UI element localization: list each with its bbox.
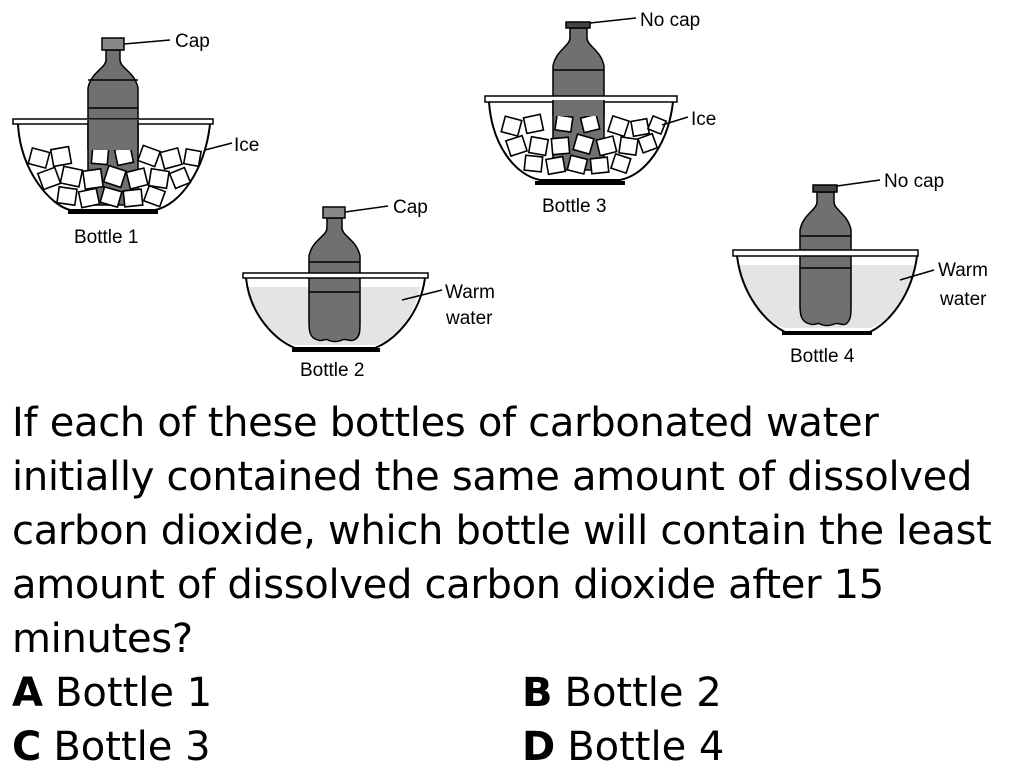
- cap-2: [322, 206, 346, 219]
- label-cap-4: No cap: [884, 171, 944, 192]
- choice-a-text: Bottle 1: [54, 670, 213, 716]
- bottles-diagram: Cap Ice Bottle 1 Cap Warm water Bottle 2: [12, 10, 988, 381]
- choice-b-text: Bottle 2: [564, 670, 722, 716]
- label-warm-water-2-line1: Warm: [445, 282, 495, 303]
- label-warm-water-2-line2: water: [445, 308, 493, 329]
- ice-cubes-1: [27, 144, 203, 209]
- label-bottle-1: Bottle 1: [74, 227, 138, 248]
- choice-d-text: Bottle 4: [567, 724, 725, 770]
- choice-a-letter: A: [12, 670, 43, 716]
- label-ice-1: Ice: [234, 135, 259, 156]
- bottle-4-setup: No cap Warm water Bottle 4: [732, 171, 988, 367]
- choice-d-letter: D: [522, 724, 556, 770]
- label-bottle-2: Bottle 2: [300, 360, 364, 381]
- cap-1: [101, 37, 125, 51]
- label-bottle-4: Bottle 4: [790, 346, 855, 367]
- ice-cubes-3: [500, 113, 668, 176]
- label-warm-water-4-line2: water: [939, 289, 987, 310]
- open-neck-4: [812, 184, 838, 193]
- label-ice-3: Ice: [691, 109, 716, 130]
- question-text: If each of these bottles of carbonated w…: [12, 400, 992, 662]
- choice-c-letter: C: [12, 724, 42, 770]
- bottle-4: [799, 191, 852, 327]
- bottle-2: [308, 217, 361, 343]
- open-neck-3: [565, 21, 591, 29]
- label-warm-water-4-line1: Warm: [938, 260, 988, 281]
- label-cap-2: Cap: [393, 197, 428, 218]
- bottle-2-setup: Cap Warm water Bottle 2: [242, 197, 495, 381]
- label-cap-1: Cap: [175, 31, 210, 52]
- bowl-3: [488, 101, 674, 181]
- label-cap-3: No cap: [640, 10, 700, 31]
- label-bottle-3: Bottle 3: [542, 196, 606, 217]
- bottle-1-setup: Cap Ice Bottle 1: [12, 31, 259, 248]
- choice-b-letter: B: [522, 670, 553, 716]
- bottle-3-setup: No cap Ice Bottle 3: [484, 10, 716, 217]
- choice-c-text: Bottle 3: [53, 724, 211, 770]
